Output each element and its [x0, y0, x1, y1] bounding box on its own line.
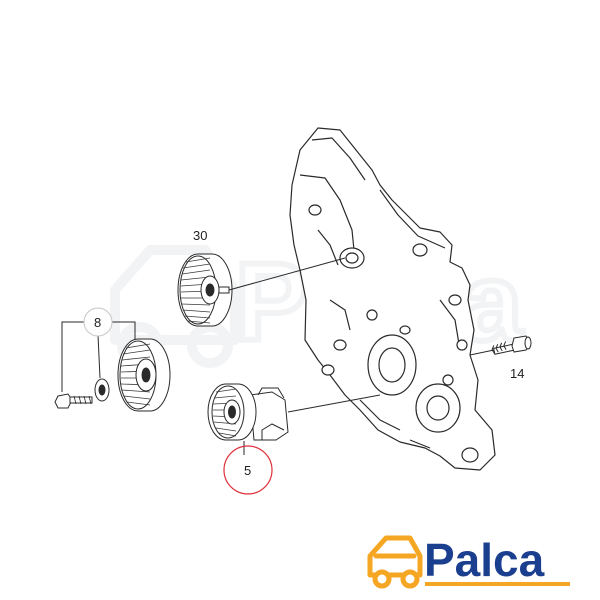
highlight-circle-part-5: 5 [223, 445, 273, 495]
belt-tensioner-part-5 [207, 383, 289, 441]
leader-line-part-14 [469, 349, 495, 356]
callout-part-30: 30 [193, 228, 207, 243]
callout-part-8: 8 [94, 315, 101, 330]
leader-line-part-30 [228, 257, 346, 291]
idler-pulley-part-30 [177, 253, 233, 327]
timing-cover-housing [289, 127, 496, 471]
washer-part-8 [94, 378, 110, 402]
brand-logo: Palca [367, 534, 570, 589]
leader-line-part-8 [61, 321, 136, 392]
bolt-part-8 [54, 393, 93, 409]
logo-text: Palca [424, 534, 545, 586]
callout-part-14: 14 [510, 366, 524, 381]
leader-lines [61, 257, 495, 455]
leader-line-part-8-washer [97, 334, 101, 379]
leader-line-part-5 [287, 394, 381, 413]
callout-part-5: 5 [244, 463, 251, 478]
bolt-part-14 [491, 335, 532, 355]
pulley-part-8 [117, 338, 171, 412]
car-icon [367, 535, 423, 589]
callout-circle-part-8: 8 [83, 307, 113, 337]
logo-underline [425, 582, 570, 586]
